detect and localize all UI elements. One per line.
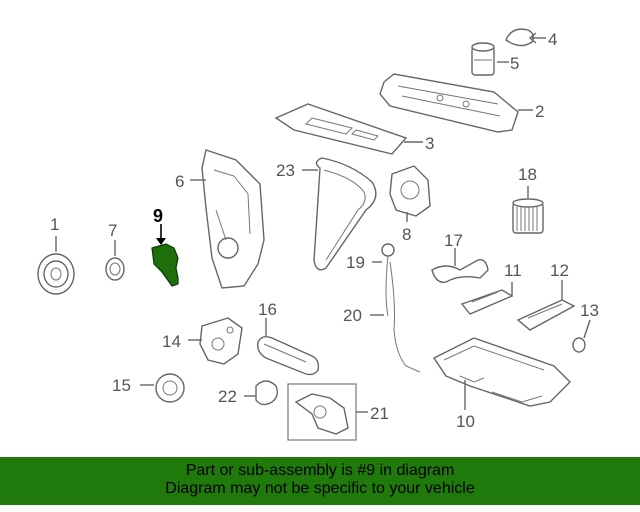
banner-line-1: Part or sub-assembly is #9 in diagram <box>185 462 455 479</box>
oil-filler-cap-part[interactable] <box>505 28 546 47</box>
callout-2: 2 <box>535 102 544 121</box>
dipstick-tube-part[interactable] <box>370 261 421 373</box>
callout-19: 19 <box>346 253 365 272</box>
drive-belt-part[interactable] <box>256 318 320 376</box>
pump-gasket-part[interactable] <box>140 373 185 403</box>
callout-22: 22 <box>218 387 237 406</box>
windage-tray-part[interactable] <box>516 280 576 331</box>
oil-baffle-part[interactable] <box>460 282 514 315</box>
callout-7: 7 <box>108 221 117 240</box>
callout-15: 15 <box>112 376 131 395</box>
callout-10: 10 <box>456 412 475 431</box>
callout-20: 20 <box>343 306 362 325</box>
callout-12: 12 <box>550 261 569 280</box>
dipstick-part[interactable] <box>372 243 395 317</box>
valve-cover-gasket-part[interactable] <box>274 103 423 155</box>
timing-chain-part[interactable] <box>302 157 377 271</box>
callout-9: 9 <box>153 206 163 226</box>
oil-pump-part[interactable] <box>188 317 243 365</box>
oil-filter-part[interactable] <box>512 186 544 234</box>
oil-pan-part[interactable] <box>432 337 571 410</box>
oil-pickup-part[interactable] <box>431 248 489 283</box>
cam-seal-part[interactable] <box>389 165 431 222</box>
crank-pulley-part[interactable] <box>37 236 75 295</box>
callout-18: 18 <box>518 165 537 184</box>
callout-14: 14 <box>162 332 181 351</box>
callout-21: 21 <box>370 404 389 423</box>
drain-plug-part[interactable] <box>572 319 591 353</box>
callout-5: 5 <box>510 54 519 73</box>
thermostat-housing-part[interactable] <box>287 383 368 441</box>
front-seal-part[interactable] <box>105 240 125 281</box>
callout-17: 17 <box>444 231 463 250</box>
callout-1: 1 <box>50 215 59 234</box>
banner-line-2: Diagram may not be specific to your vehi… <box>165 480 475 497</box>
callout-11: 11 <box>504 261 522 280</box>
filler-adapter-part[interactable] <box>471 42 509 76</box>
valve-cover-part[interactable] <box>379 73 533 133</box>
callout-23: 23 <box>276 161 295 180</box>
callout-4: 4 <box>548 30 557 49</box>
callout-13: 13 <box>580 301 599 320</box>
part-info-banner: Part or sub-assembly is #9 in diagram Di… <box>0 457 640 505</box>
callout-3: 3 <box>425 134 434 153</box>
engine-parts-diagram: 4 5 2 3 18 23 8 <box>37 28 599 441</box>
thermostat-gasket-part[interactable] <box>244 380 279 406</box>
callout-6: 6 <box>175 172 184 191</box>
callout-8: 8 <box>402 225 411 244</box>
chain-guide-part-highlighted[interactable] <box>151 224 179 287</box>
timing-cover-part[interactable] <box>190 149 265 289</box>
callout-16: 16 <box>258 300 277 319</box>
